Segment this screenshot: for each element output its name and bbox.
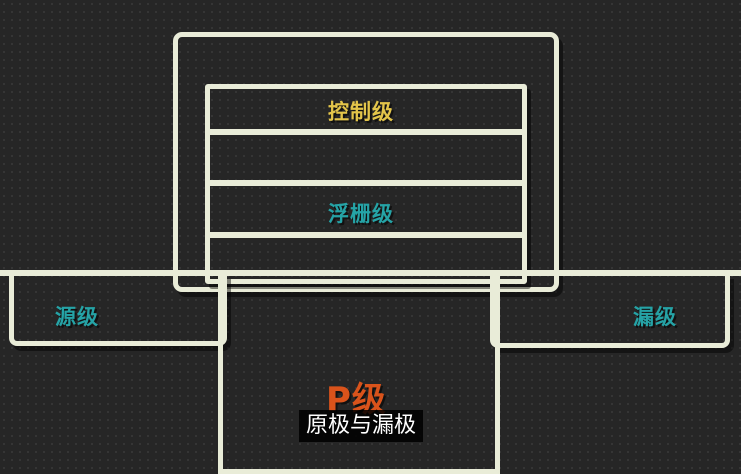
source-region bbox=[9, 274, 227, 346]
source-level-label: 源级 bbox=[55, 305, 99, 329]
gate-separator-1 bbox=[210, 129, 522, 135]
gate-stack-frame bbox=[205, 84, 527, 284]
outer-gate-frame bbox=[173, 32, 559, 292]
transistor-diagram: 控制级 浮栅级 源级 漏级 P级 原极与漏极 bbox=[0, 32, 741, 474]
gate-separator-2 bbox=[210, 180, 522, 186]
gate-separator-3 bbox=[210, 232, 522, 238]
drain-level-label: 漏级 bbox=[633, 305, 677, 329]
substrate-line bbox=[0, 270, 741, 276]
subtitle-caption: 原极与漏极 bbox=[299, 410, 424, 442]
control-level-label: 控制级 bbox=[328, 100, 394, 124]
drain-region bbox=[490, 274, 730, 348]
floating-grid-level-label: 浮栅级 bbox=[328, 202, 394, 226]
